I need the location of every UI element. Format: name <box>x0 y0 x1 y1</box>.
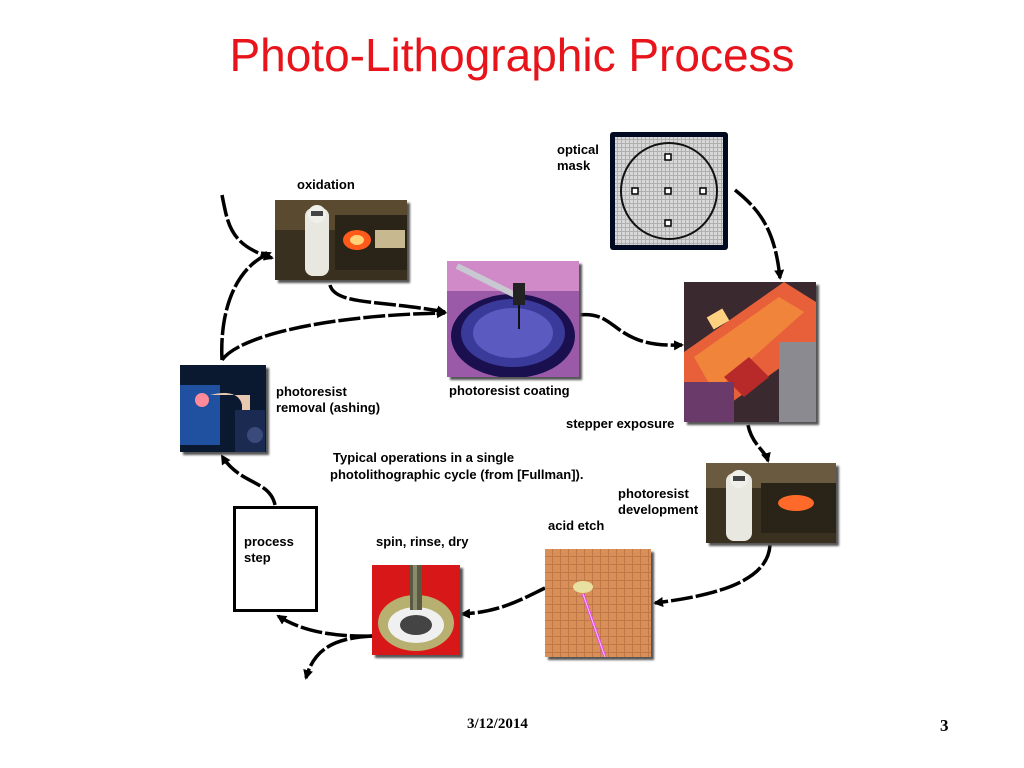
arrow-development-to-etch <box>653 544 772 607</box>
oxidation-photo <box>275 200 407 280</box>
caption-line2: photolithographic cycle (from [Fullman])… <box>330 467 584 482</box>
arrow-spin-to-exit <box>303 634 373 680</box>
arrow-ashing-to-oxidation <box>220 251 272 361</box>
label-acid-etch: acid etch <box>548 518 605 533</box>
label-optical-mask-line2: mask <box>557 158 591 173</box>
label-photoresist-development-line1: photoresist <box>618 486 689 501</box>
label-optical-mask-line1: optical <box>557 142 599 157</box>
label-spin-rinse-dry: spin, rinse, dry <box>376 534 469 549</box>
label-photoresist-development-line2: development <box>618 502 699 517</box>
photoresist-removal-photo <box>180 365 266 452</box>
photoresist-development-photo <box>706 463 836 543</box>
label-photoresist-removal-line2: removal (ashing) <box>276 400 381 415</box>
label-oxidation: oxidation <box>297 177 355 192</box>
arrow-etch-to-spin <box>460 586 546 619</box>
arrow-oxidation-to-coating <box>328 284 447 316</box>
label-photoresist-coating: photoresist coating <box>449 383 570 398</box>
slide-title: Photo-Lithographic Process <box>229 29 795 81</box>
label-photoresist-removal-line1: photoresist <box>276 384 347 399</box>
photoresist-coating-photo <box>447 261 579 377</box>
slide-number: 3 <box>940 716 949 735</box>
optical-mask-photo <box>610 132 728 250</box>
acid-etch-photo <box>545 549 651 657</box>
caption-line1: Typical operations in a single <box>333 450 515 465</box>
arrow-processstep-to-ashing <box>220 454 277 506</box>
label-process-step-line1: process <box>244 534 294 549</box>
spin-rinse-dry-photo <box>372 565 460 655</box>
arrow-ashing-to-coating <box>220 308 447 362</box>
arrow-coating-to-exposure <box>577 312 684 351</box>
arrow-exposure-to-development <box>746 424 771 463</box>
label-process-step-line2: step <box>244 550 271 565</box>
arrow-entry-to-oxidation <box>220 194 274 261</box>
arrow-mask-to-exposure <box>733 188 785 280</box>
process-step-box <box>233 506 318 612</box>
stepper-exposure-photo <box>684 282 816 422</box>
arrow-spin-to-processstep <box>276 614 373 638</box>
footer-date: 3/12/2014 <box>467 716 528 732</box>
label-stepper-exposure: stepper exposure <box>566 416 675 431</box>
